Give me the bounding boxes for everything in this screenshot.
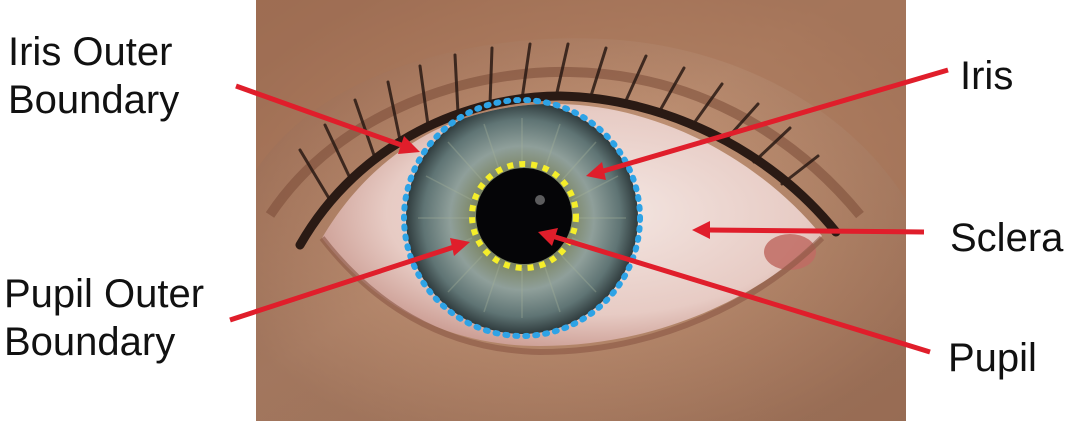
label-sclera: Sclera — [950, 214, 1063, 262]
pupil-disc — [476, 168, 572, 264]
label-iris-outer-line2: Boundary — [8, 76, 179, 124]
label-pupil-outer-line2: Boundary — [4, 318, 204, 366]
label-pupil: Pupil — [948, 334, 1037, 382]
label-pupil-outer-boundary: Pupil Outer Boundary — [4, 270, 204, 366]
label-iris-outer-line1: Iris Outer — [8, 28, 179, 76]
label-pupil-outer-line1: Pupil Outer — [4, 270, 204, 318]
label-iris-outer-boundary: Iris Outer Boundary — [8, 28, 179, 124]
label-iris: Iris — [960, 52, 1013, 100]
